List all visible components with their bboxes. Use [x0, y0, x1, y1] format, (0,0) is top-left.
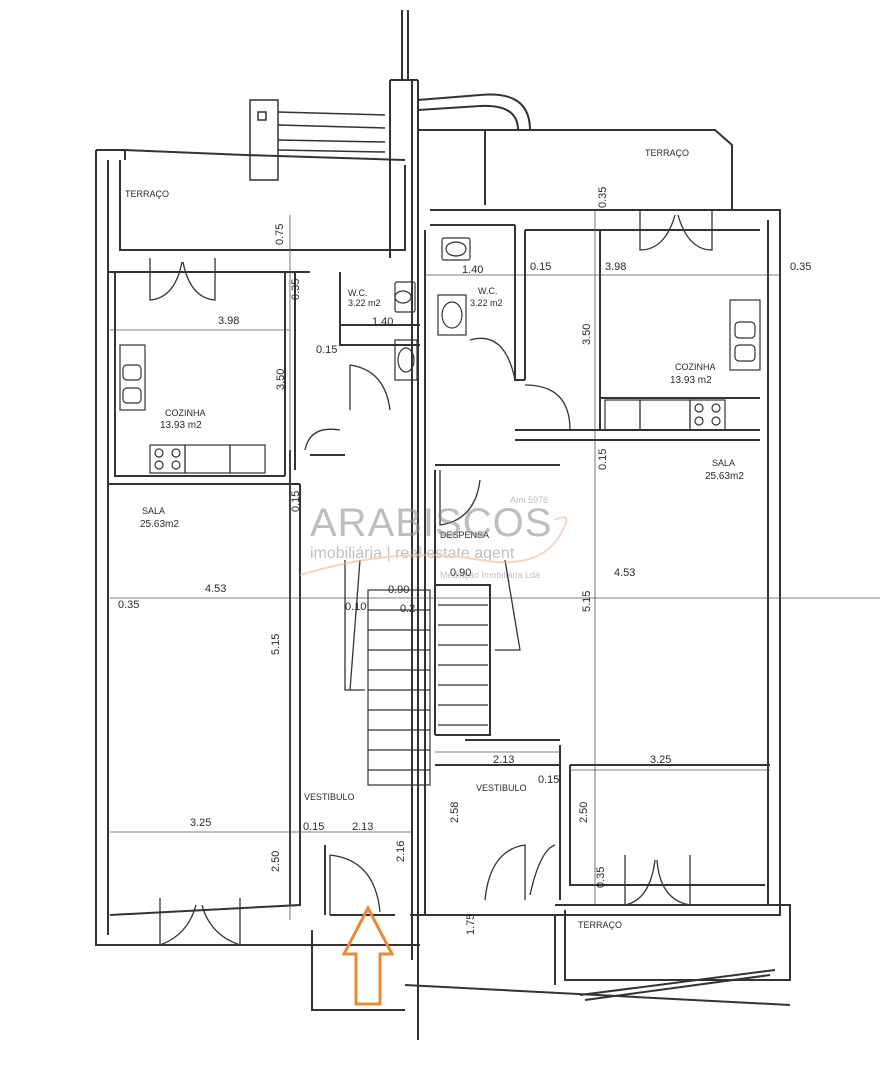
dim-1-40-right: 1.40: [462, 264, 483, 276]
watermark-license: Ami 5976: [510, 495, 548, 505]
dim-0-90-right: 0.90: [450, 567, 471, 579]
dim-0-35-top-right: 0.35: [597, 187, 609, 208]
washbasin-icon: [437, 294, 467, 336]
dim-3-98-left: 3.98: [218, 315, 239, 327]
dim-4-53-left: 4.53: [205, 583, 226, 595]
dim-0-15-vest-right: 0.15: [538, 774, 559, 786]
label-wc-right: W.C.: [478, 286, 498, 296]
fixtures: [119, 237, 761, 474]
dimension-labels: 0.75 0.35 3.98 1.40 0.15 3.50 0.15 4.53 …: [118, 187, 811, 935]
dim-2-50-left: 2.50: [270, 851, 282, 872]
dim-0-35-top-left: 0.35: [290, 279, 302, 300]
dim-0-15-left-sala: 0.15: [290, 491, 302, 512]
walls: [95, 10, 791, 1040]
washbasin-icon: [394, 339, 418, 381]
dim-3-25-right: 3.25: [650, 754, 671, 766]
label-terraco-top-left: TERRAÇO: [125, 189, 169, 199]
dim-0-15-right-sala: 0.15: [597, 449, 609, 470]
label-sala-left-area: 25.63m2: [140, 519, 179, 530]
dim-0-90-left: 0.90: [388, 584, 409, 596]
label-vestibulo-left: VESTIBULO: [304, 792, 355, 802]
stove-icon: [604, 399, 726, 431]
dim-2-13-left: 2.13: [352, 821, 373, 833]
label-cozinha-left-area: 13.93 m2: [160, 420, 202, 431]
label-terraco-top-right: TERRAÇO: [645, 148, 689, 158]
sink-icon: [119, 344, 146, 411]
label-wc-left: W.C.: [348, 288, 368, 298]
dim-2-58: 2.58: [449, 802, 461, 823]
label-despensa: DESPENSA: [440, 530, 489, 540]
dim-5-15-right: 5.15: [581, 591, 593, 612]
label-terraco-bottom: TERRAÇO: [578, 920, 622, 930]
label-sala-right-area: 25.63m2: [705, 471, 744, 482]
dim-3-50-left: 3.50: [275, 369, 287, 390]
watermark-tagline: imobiliária | real estate agent: [310, 545, 515, 562]
label-cozinha-right-area: 13.93 m2: [670, 375, 712, 386]
dim-0-15-left-wc: 0.15: [316, 344, 337, 356]
watermark: ARABISCOS imobiliária | real estate agen…: [299, 495, 568, 580]
dim-0-35-right-edge: 0.35: [790, 261, 811, 273]
dim-4-53-right: 4.53: [614, 567, 635, 579]
dim-3-50-right: 3.50: [581, 324, 593, 345]
label-vestibulo-right: VESTIBULO: [476, 783, 527, 793]
watermark-company: Mediação Imobiliária Lda: [440, 570, 540, 580]
label-wc-right-area: 3.22 m2: [470, 298, 503, 308]
label-sala-left: SALA: [142, 506, 165, 516]
dim-2-16: 2.16: [395, 841, 407, 862]
entrance-arrow-icon: [341, 904, 395, 1006]
dim-2-13-right: 2.13: [493, 754, 514, 766]
dim-0-15-vest-left: 0.15: [303, 821, 324, 833]
dim-0-10: 0.10: [345, 601, 366, 613]
stairs-left: [367, 589, 431, 786]
dim-5-15-left: 5.15: [270, 634, 282, 655]
label-wc-left-area: 3.22 m2: [348, 298, 381, 308]
dim-2-50-right: 2.50: [578, 802, 590, 823]
toilet-icon: [394, 281, 416, 313]
stove-icon: [149, 444, 266, 474]
dim-1-75: 1.75: [465, 914, 477, 935]
dim-1-40-left: 1.40: [372, 316, 393, 328]
dim-0-75: 0.75: [274, 224, 286, 245]
dim-0-15-right: 0.15: [530, 261, 551, 273]
sink-icon: [729, 299, 761, 371]
label-cozinha-left: COZINHA: [165, 408, 206, 418]
label-sala-right: SALA: [712, 458, 735, 468]
watermark-brand: ARABISCOS: [310, 501, 552, 545]
dimension-lines: [110, 210, 880, 920]
dim-0-35-bottom-right: 0.35: [595, 867, 607, 888]
stairs-right: [438, 604, 488, 726]
dim-3-98-right: 3.98: [605, 261, 626, 273]
watermark-swirl: [299, 516, 568, 576]
toilet-icon: [441, 237, 471, 261]
dim-0-35-left: 0.35: [118, 599, 139, 611]
doors: [149, 210, 713, 946]
room-labels: TERRAÇO TERRAÇO TERRAÇO W.C. 3.22 m2 W.C…: [125, 148, 744, 930]
label-cozinha-right: COZINHA: [675, 362, 716, 372]
chimney-block: [249, 99, 386, 181]
dim-3-25-left: 3.25: [190, 817, 211, 829]
dim-0-2: 0.2: [400, 603, 415, 615]
